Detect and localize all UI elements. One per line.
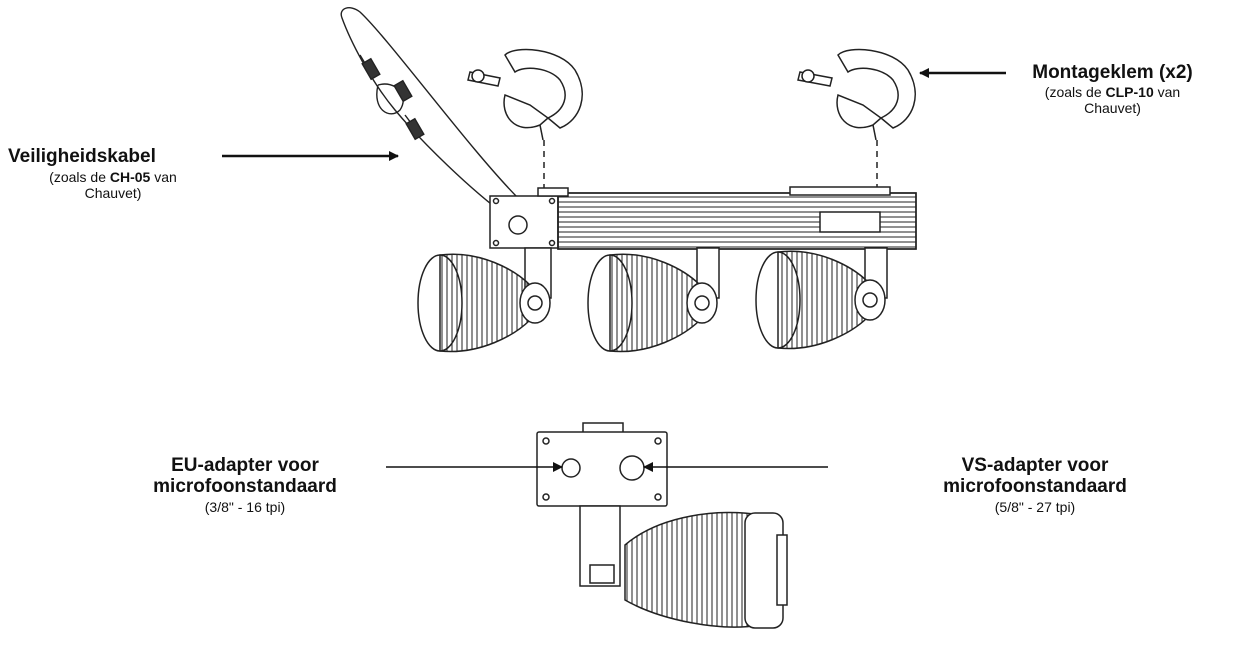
- safety-cable-sub-mid: van: [150, 169, 177, 186]
- single-head-illustration: [579, 505, 788, 629]
- safety-cable-label: Veiligheidskabel (zoals de CH-05 van Cha…: [0, 146, 226, 202]
- safety-cable-model: CH-05: [109, 169, 151, 186]
- mounting-clamp-label: Montageklem (x2) (zoals de CLP-10 van Ch…: [1010, 62, 1215, 117]
- us-adapter-title-line2: microfoonstandaard: [943, 476, 1127, 498]
- us-adapter-label: VS-adapter voor microfoonstandaard (5/8"…: [905, 455, 1165, 515]
- safety-cable-sub-line2: Chauvet): [84, 184, 142, 201]
- adapter-plate-illustration: [536, 422, 668, 507]
- mounting-clamp-title: Montageklem (x2): [1032, 62, 1193, 83]
- us-adapter-spec: (5/8" - 27 tpi): [994, 498, 1076, 515]
- mounting-clamp-sub-line2: Chauvet): [1084, 99, 1141, 116]
- mounting-clamp-subtitle: (zoals de CLP-10 van Chauvet): [1010, 84, 1215, 116]
- eu-adapter-title-line1: EU-adapter voor: [171, 455, 319, 476]
- clamp-left-illustration: [467, 48, 583, 141]
- safety-cable-illustration: [340, 7, 521, 221]
- safety-cable-title: Veiligheidskabel: [8, 146, 156, 167]
- safety-cable-subtitle: (zoals de CH-05 van Chauvet): [0, 169, 226, 201]
- eu-adapter-label: EU-adapter voor microfoonstandaard (3/8"…: [120, 455, 370, 515]
- us-adapter-title-line1: VS-adapter voor: [961, 455, 1109, 476]
- fixture-head-3-illustration: [755, 247, 888, 350]
- mounting-clamp-sub-mid: van: [1153, 84, 1181, 101]
- mounting-clamp-sub-prefix: (zoals de: [1044, 84, 1106, 101]
- mounting-clamp-model: CLP-10: [1105, 84, 1154, 101]
- fixture-head-1-illustration: [417, 247, 552, 353]
- safety-cable-sub-prefix: (zoals de: [49, 169, 110, 186]
- eu-adapter-title-line2: microfoonstandaard: [153, 476, 337, 498]
- fixture-bar-illustration: [489, 186, 917, 250]
- eu-adapter-spec: (3/8" - 16 tpi): [204, 498, 286, 515]
- fixture-head-2-illustration: [587, 247, 720, 353]
- clamp-right-illustration: [797, 48, 916, 141]
